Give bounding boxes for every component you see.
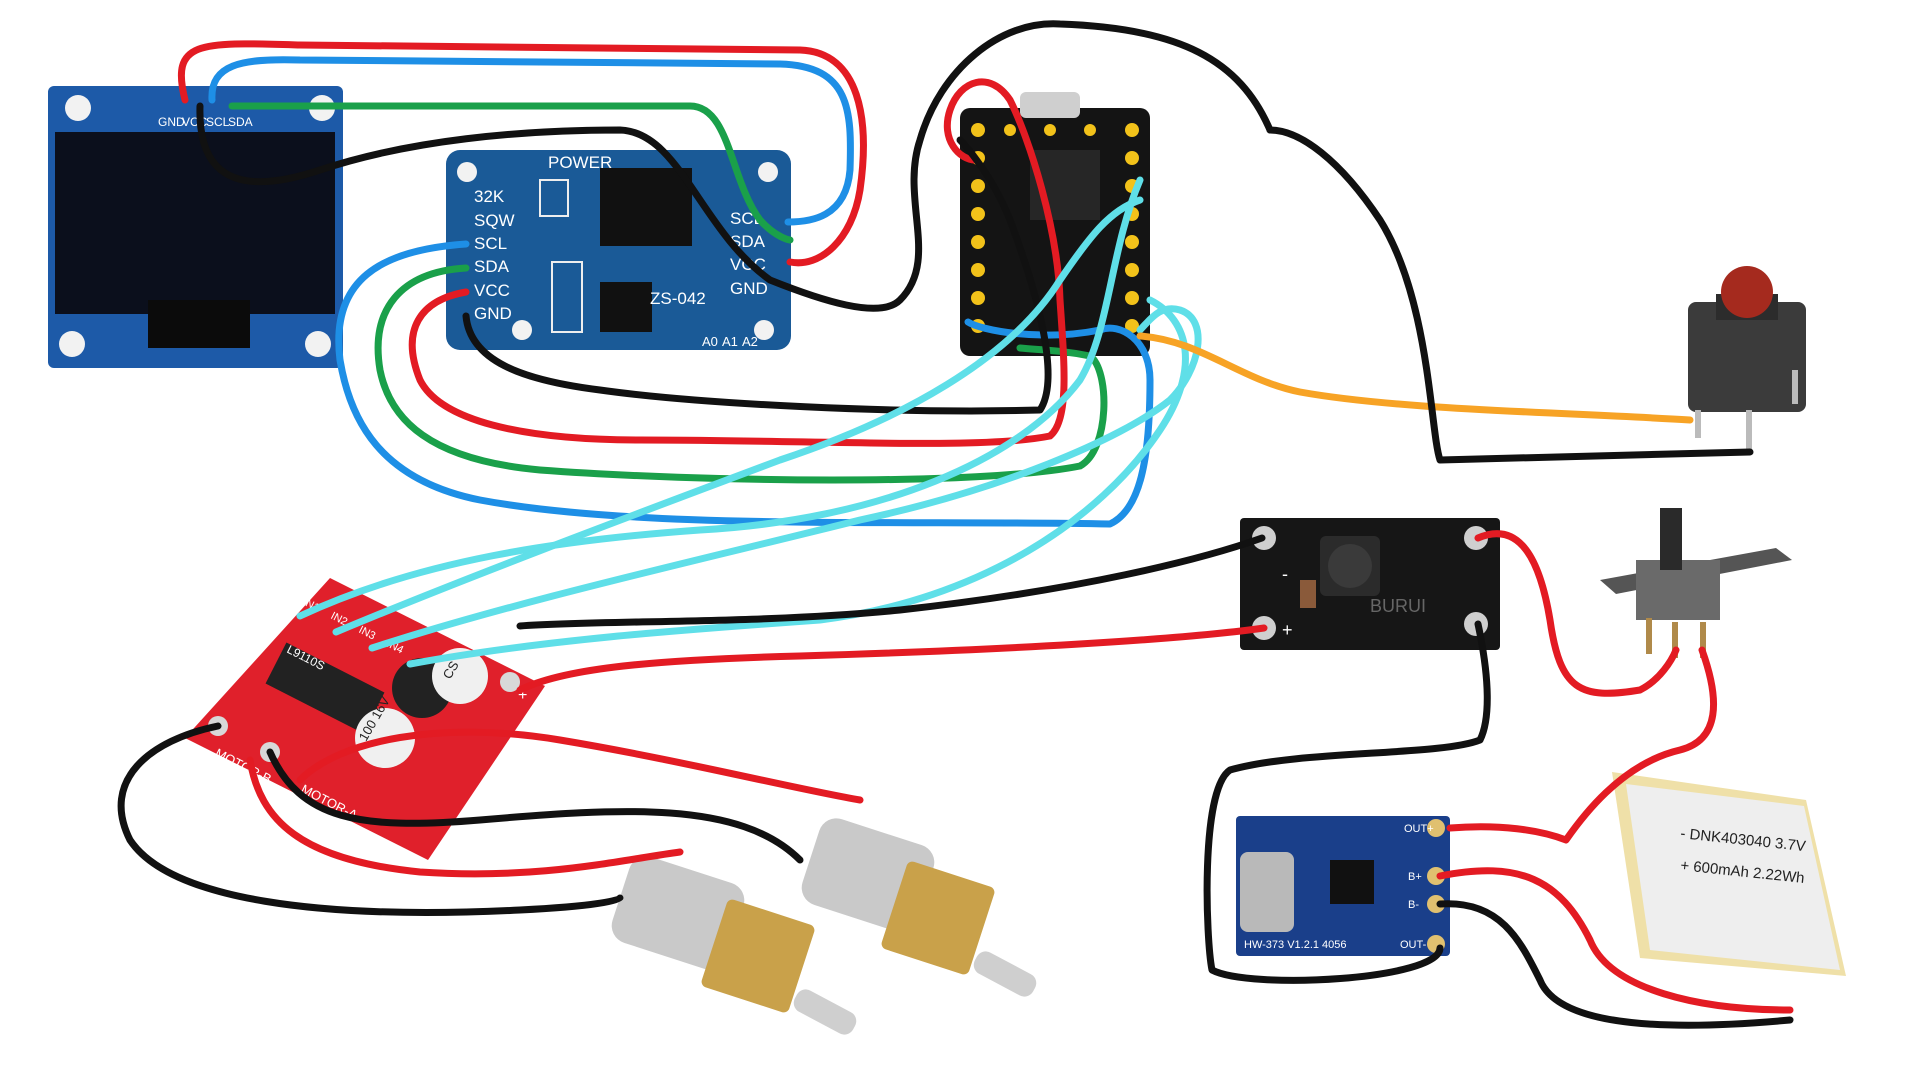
wire-green-oled-sda	[228, 102, 794, 244]
wire-black-buck-charger	[1203, 620, 1491, 984]
rtc-addr-a2: A2	[742, 334, 758, 349]
rtc-chip-label: ZS-042	[650, 289, 706, 308]
wire-red-oled-vcc	[177, 40, 867, 267]
wire-red-buck-driver-vcc	[516, 624, 1268, 694]
wire-cyan-in4	[406, 296, 1189, 668]
wire-blue-oled-scl	[208, 56, 854, 226]
wire-black-buck-driver-gnd	[516, 534, 1266, 630]
wire-red-motor-a	[296, 728, 864, 804]
charger-b-minus: B-	[1408, 899, 1419, 911]
oled-pin-sda: SDA	[228, 115, 253, 129]
charger-model: HW-373 V1.2.1 4056	[1244, 939, 1347, 951]
rtc-pin-sqw: SQW	[474, 211, 515, 230]
wire-black-motor-a	[266, 748, 804, 864]
charger-out-minus: OUT-	[1400, 939, 1427, 951]
buck-plus-label: +	[1282, 620, 1293, 640]
wire-red-charger-battery	[1436, 867, 1794, 1014]
wire-black-button-gnd	[1266, 126, 1754, 464]
rtc-module: POWER ZS-042 32K SQW SCL SDA VCC GND SCL…	[446, 150, 791, 350]
wire-red-rtc-vcc	[408, 78, 1068, 447]
rtc-right-pin-gnd: GND	[730, 279, 768, 298]
buck-brand: BURUI	[1370, 596, 1426, 616]
charger-out-plus: OUT+	[1404, 823, 1434, 835]
oled-display-module: GND VCC SCL SDA	[48, 86, 343, 368]
push-button	[1688, 266, 1806, 450]
wire-cyan-in1	[296, 176, 1144, 620]
wire-black-motor-b	[117, 722, 624, 916]
rtc-pin-32k: 32K	[474, 187, 505, 206]
gear-motor-left	[611, 856, 857, 1035]
oled-pin-gnd: GND	[158, 115, 185, 129]
wire-red-motor-b	[246, 756, 684, 878]
wire-cyan-in2	[332, 196, 1144, 636]
rtc-pin-vcc: VCC	[474, 281, 510, 300]
rtc-addr-a0: A0	[702, 334, 718, 349]
wire-orange-button	[1136, 332, 1694, 424]
rtc-pin-scl: SCL	[474, 234, 507, 253]
slide-switch	[1600, 508, 1792, 658]
rtc-pin-sda: SDA	[474, 257, 510, 276]
buck-converter-module: + - BURUI	[1240, 518, 1500, 650]
wire-black-rtc-gnd	[462, 136, 1052, 415]
charger-b-plus: B+	[1408, 871, 1422, 883]
gear-motor-right	[801, 818, 1037, 997]
wire-red-buck-out	[1474, 530, 1680, 697]
oled-pin-scl: SCL	[206, 115, 230, 129]
rtc-addr-a1: A1	[722, 334, 738, 349]
buck-minus-label: -	[1282, 564, 1288, 584]
wire-red-switch-charger	[1446, 646, 1718, 844]
wires	[117, 20, 1794, 1029]
rtc-pin-gnd: GND	[474, 304, 512, 323]
wire-black-charger-battery	[1436, 900, 1794, 1029]
lipo-battery: - DNK403040 3.7V + 600mAh 2.22Wh	[1612, 772, 1846, 976]
wire-black-oled-gnd	[196, 20, 1274, 312]
rtc-title: POWER	[548, 153, 612, 172]
rtc-right-pin-sda: SDA	[730, 232, 766, 251]
driver-plus: +	[518, 687, 527, 704]
charger-module: OUT+ B+ B- OUT- HW-373 V1.2.1 4056	[1236, 816, 1450, 956]
wire-cyan-in3	[368, 305, 1202, 652]
